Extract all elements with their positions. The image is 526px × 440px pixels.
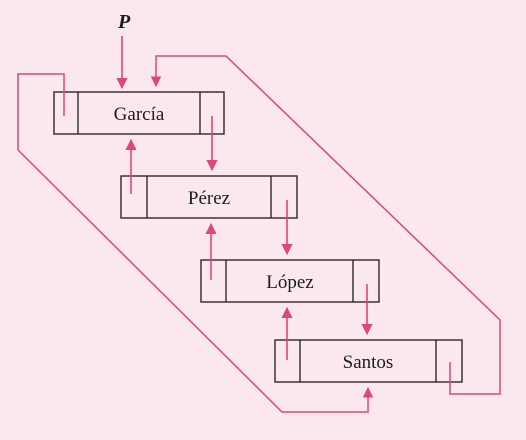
list-node-2: Pérez <box>120 175 298 219</box>
node-label-1: García <box>114 104 165 125</box>
list-node-3: López <box>200 259 380 303</box>
list-node-4: Santos <box>274 339 463 383</box>
node-label-2: Pérez <box>188 188 230 209</box>
node-label-3: López <box>266 272 313 293</box>
pointer-label: P <box>117 11 131 33</box>
wrap-next-link <box>150 55 501 395</box>
wrap-prev-link <box>17 73 374 413</box>
list-node-1: García <box>53 91 225 135</box>
node-label-4: Santos <box>343 352 394 373</box>
